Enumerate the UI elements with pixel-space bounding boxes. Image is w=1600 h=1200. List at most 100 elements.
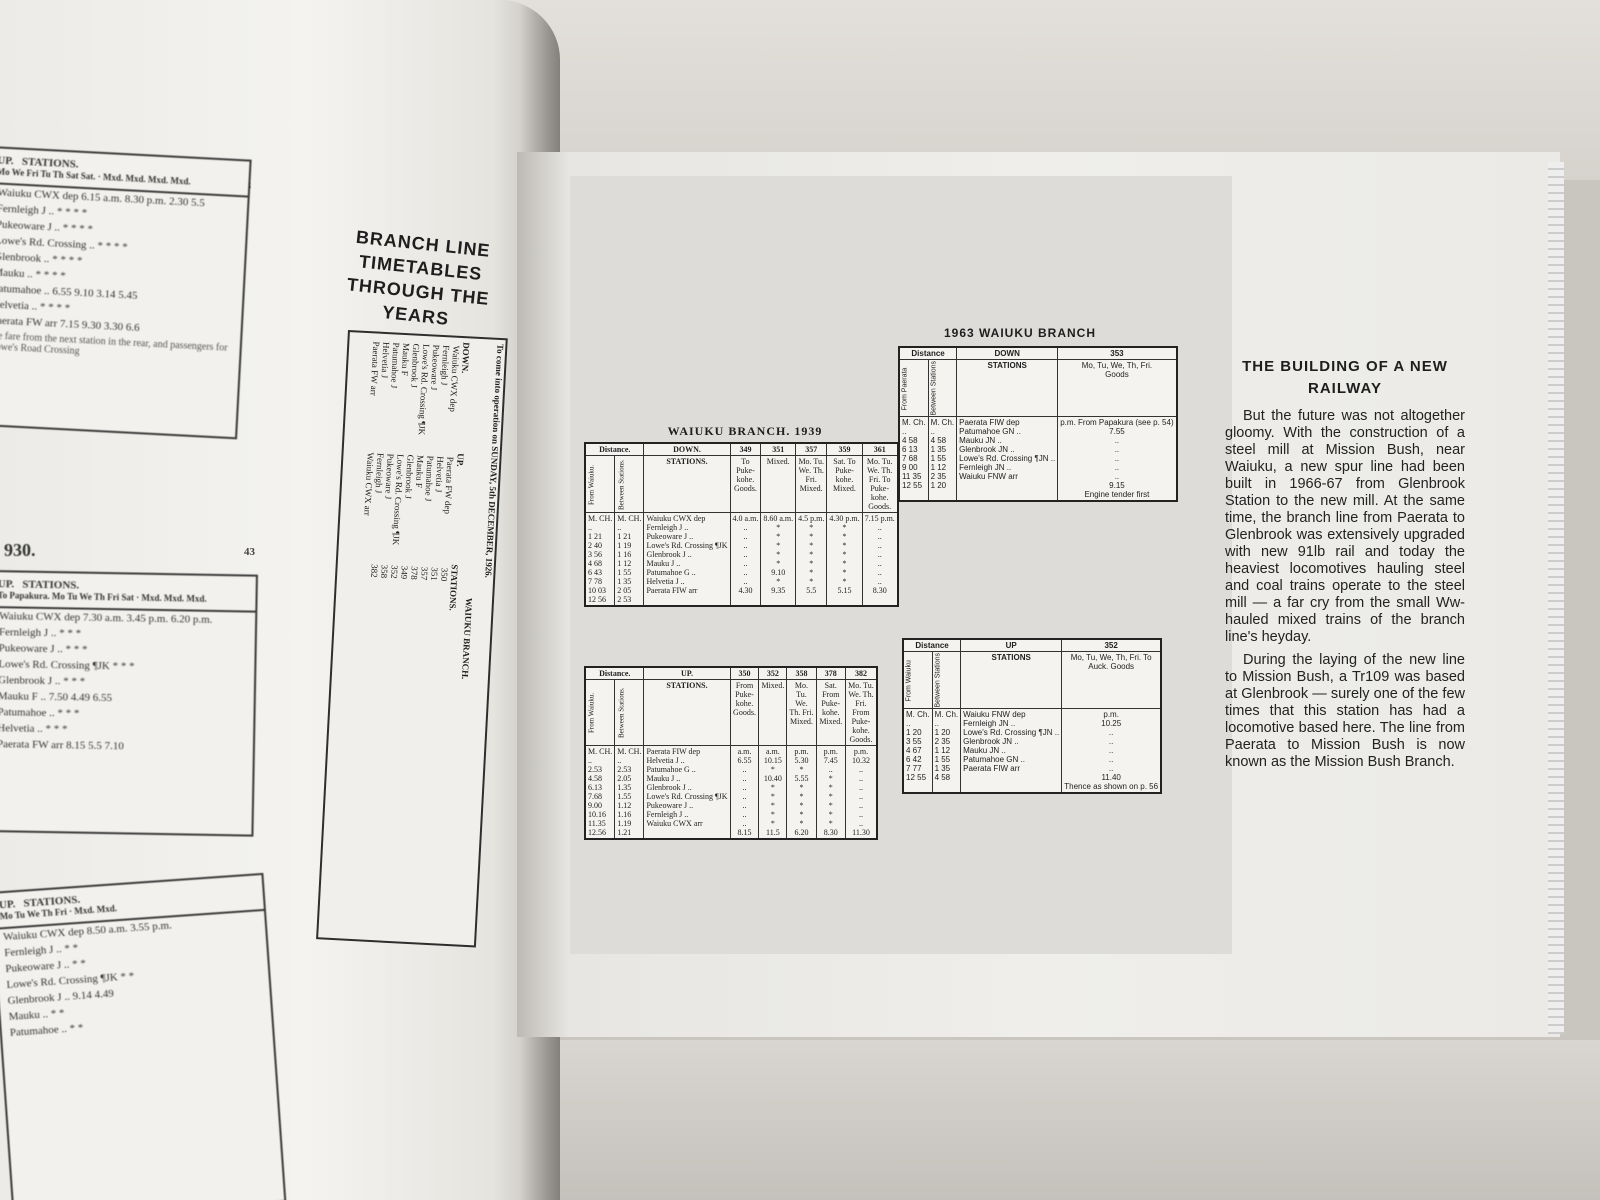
time-value: * (770, 765, 775, 774)
time-value: 5.55 (794, 774, 809, 783)
dist-between: 1 55 (930, 454, 947, 464)
dist-between: 1 55 (617, 568, 632, 577)
station-name: Waiuku CWX arr (646, 819, 703, 828)
between-label: Between Stations (932, 651, 961, 709)
time-value: .. (828, 765, 833, 774)
time-value: * (770, 792, 775, 801)
station-name: Lowe's Rd. Crossing ¶JK (646, 792, 728, 801)
stations-label: STATIONS (956, 358, 1059, 418)
station-entry: Glenbrook JN .. (963, 737, 1059, 746)
train-number: 351 (760, 442, 797, 456)
dist-from: 12 55 (906, 773, 927, 783)
station-code: JN .. (985, 436, 1002, 446)
time-value: .. (743, 541, 748, 550)
dist-from: 7.68 (588, 792, 602, 801)
station-name: Paerata FIW arr (646, 586, 698, 595)
section-title: BRANCH LINE TIMETABLES THROUGH THE YEARS (346, 226, 492, 329)
between-label: Between Stations. (614, 455, 644, 513)
station-name: Helvetia J .. (646, 756, 685, 765)
dist-between: 1.19 (617, 819, 632, 828)
train-type: Goods. (733, 484, 757, 493)
time-value: .. (1114, 445, 1120, 455)
dist-from: 7 77 (906, 764, 922, 774)
dist-between: 2 05 (617, 586, 632, 595)
station-entry: Patumahoe GN .. (959, 427, 1055, 436)
time-value: p.m. (823, 747, 838, 756)
station-name: Glenbrook (959, 445, 997, 455)
time-value: * (842, 568, 847, 577)
subheader-row: From Waiuku.Between Stations.STATIONS.To… (585, 455, 899, 513)
time-value: * (770, 783, 775, 792)
time-value: .. (743, 559, 748, 568)
times-col: 8.60 a.m.*****9.10*9.35 (760, 512, 797, 607)
dist-between: 4 58 (934, 773, 951, 783)
station-code: GN .. (1002, 427, 1021, 437)
time-value: 11.30 (852, 828, 870, 837)
direction-header: DOWN (956, 346, 1059, 360)
timetable-1963-title: 1963 WAIUKU BRANCH (943, 326, 1097, 340)
time-value: 5.5 (806, 586, 817, 595)
scrap-days: Mo We Fri Tu Th Sat Sat. (0, 166, 96, 182)
page-number: 43 (244, 546, 255, 558)
dist-from: 12.56 (588, 828, 606, 837)
time-value: p.m. (794, 747, 809, 756)
time-value: .. (742, 819, 747, 828)
direction-header: UP (960, 638, 1063, 652)
time-value: .. (858, 801, 863, 810)
from-label: From Paerata (899, 359, 929, 417)
station-entry: Fernleigh JN .. (959, 463, 1055, 472)
time-value: .. (877, 532, 882, 541)
station-name: Patumahoe (959, 427, 1001, 437)
time-value: .. (742, 783, 747, 792)
time-value: * (842, 577, 847, 586)
scrap-rows: Waiuku CWX dep 8.50 a.m. 3.55 p.m.Fernle… (0, 911, 272, 1042)
train-number: 352 (1061, 638, 1162, 652)
dist-between: 1.35 (617, 783, 632, 792)
time-value: 9.35 (771, 586, 786, 595)
dist-from: 9.00 (588, 801, 602, 810)
direction-header: UP. (643, 666, 731, 680)
station-name: Glenbrook J .. (646, 783, 692, 792)
time-value: * (776, 523, 781, 532)
time-value: * (770, 801, 775, 810)
train-number: 359 (826, 442, 863, 456)
train-type: Goods. (733, 708, 756, 717)
time-value: * (809, 541, 814, 550)
time-value: p.m. (853, 747, 869, 756)
dist-from: 1 20 (906, 728, 922, 738)
station-code: FNW dep (991, 710, 1026, 720)
dist-between: 1.21 (617, 828, 632, 837)
from-label: From Waiuku. (585, 679, 615, 746)
time-value: .. (1108, 764, 1114, 774)
station-name: Mauku (963, 746, 988, 756)
time-value: .. (1108, 755, 1114, 765)
station-name: Waiuku (963, 710, 990, 720)
time-value: 6.55 (737, 756, 752, 765)
time-value: * (809, 559, 814, 568)
train-days-text: Mo. Tu. We. Th. Fri. From Puke-kohe. (848, 681, 874, 735)
time-value: * (828, 801, 833, 810)
stations-label: STATIONS. (643, 679, 731, 746)
time-value: * (776, 550, 781, 559)
station-code: ¶JN .. (1034, 454, 1056, 464)
time-value: * (770, 810, 775, 819)
dist-from: .. (588, 756, 592, 765)
time-value: .. (858, 765, 863, 774)
train-days: Mixed. (758, 679, 788, 746)
times-col: p.m. From Papakura (see p. 54)7.55......… (1057, 416, 1178, 502)
time-value: .. (858, 810, 863, 819)
time-value: 6.20 (794, 828, 809, 837)
time-value: * (809, 532, 814, 541)
station-name: Fernleigh J .. (646, 523, 689, 532)
